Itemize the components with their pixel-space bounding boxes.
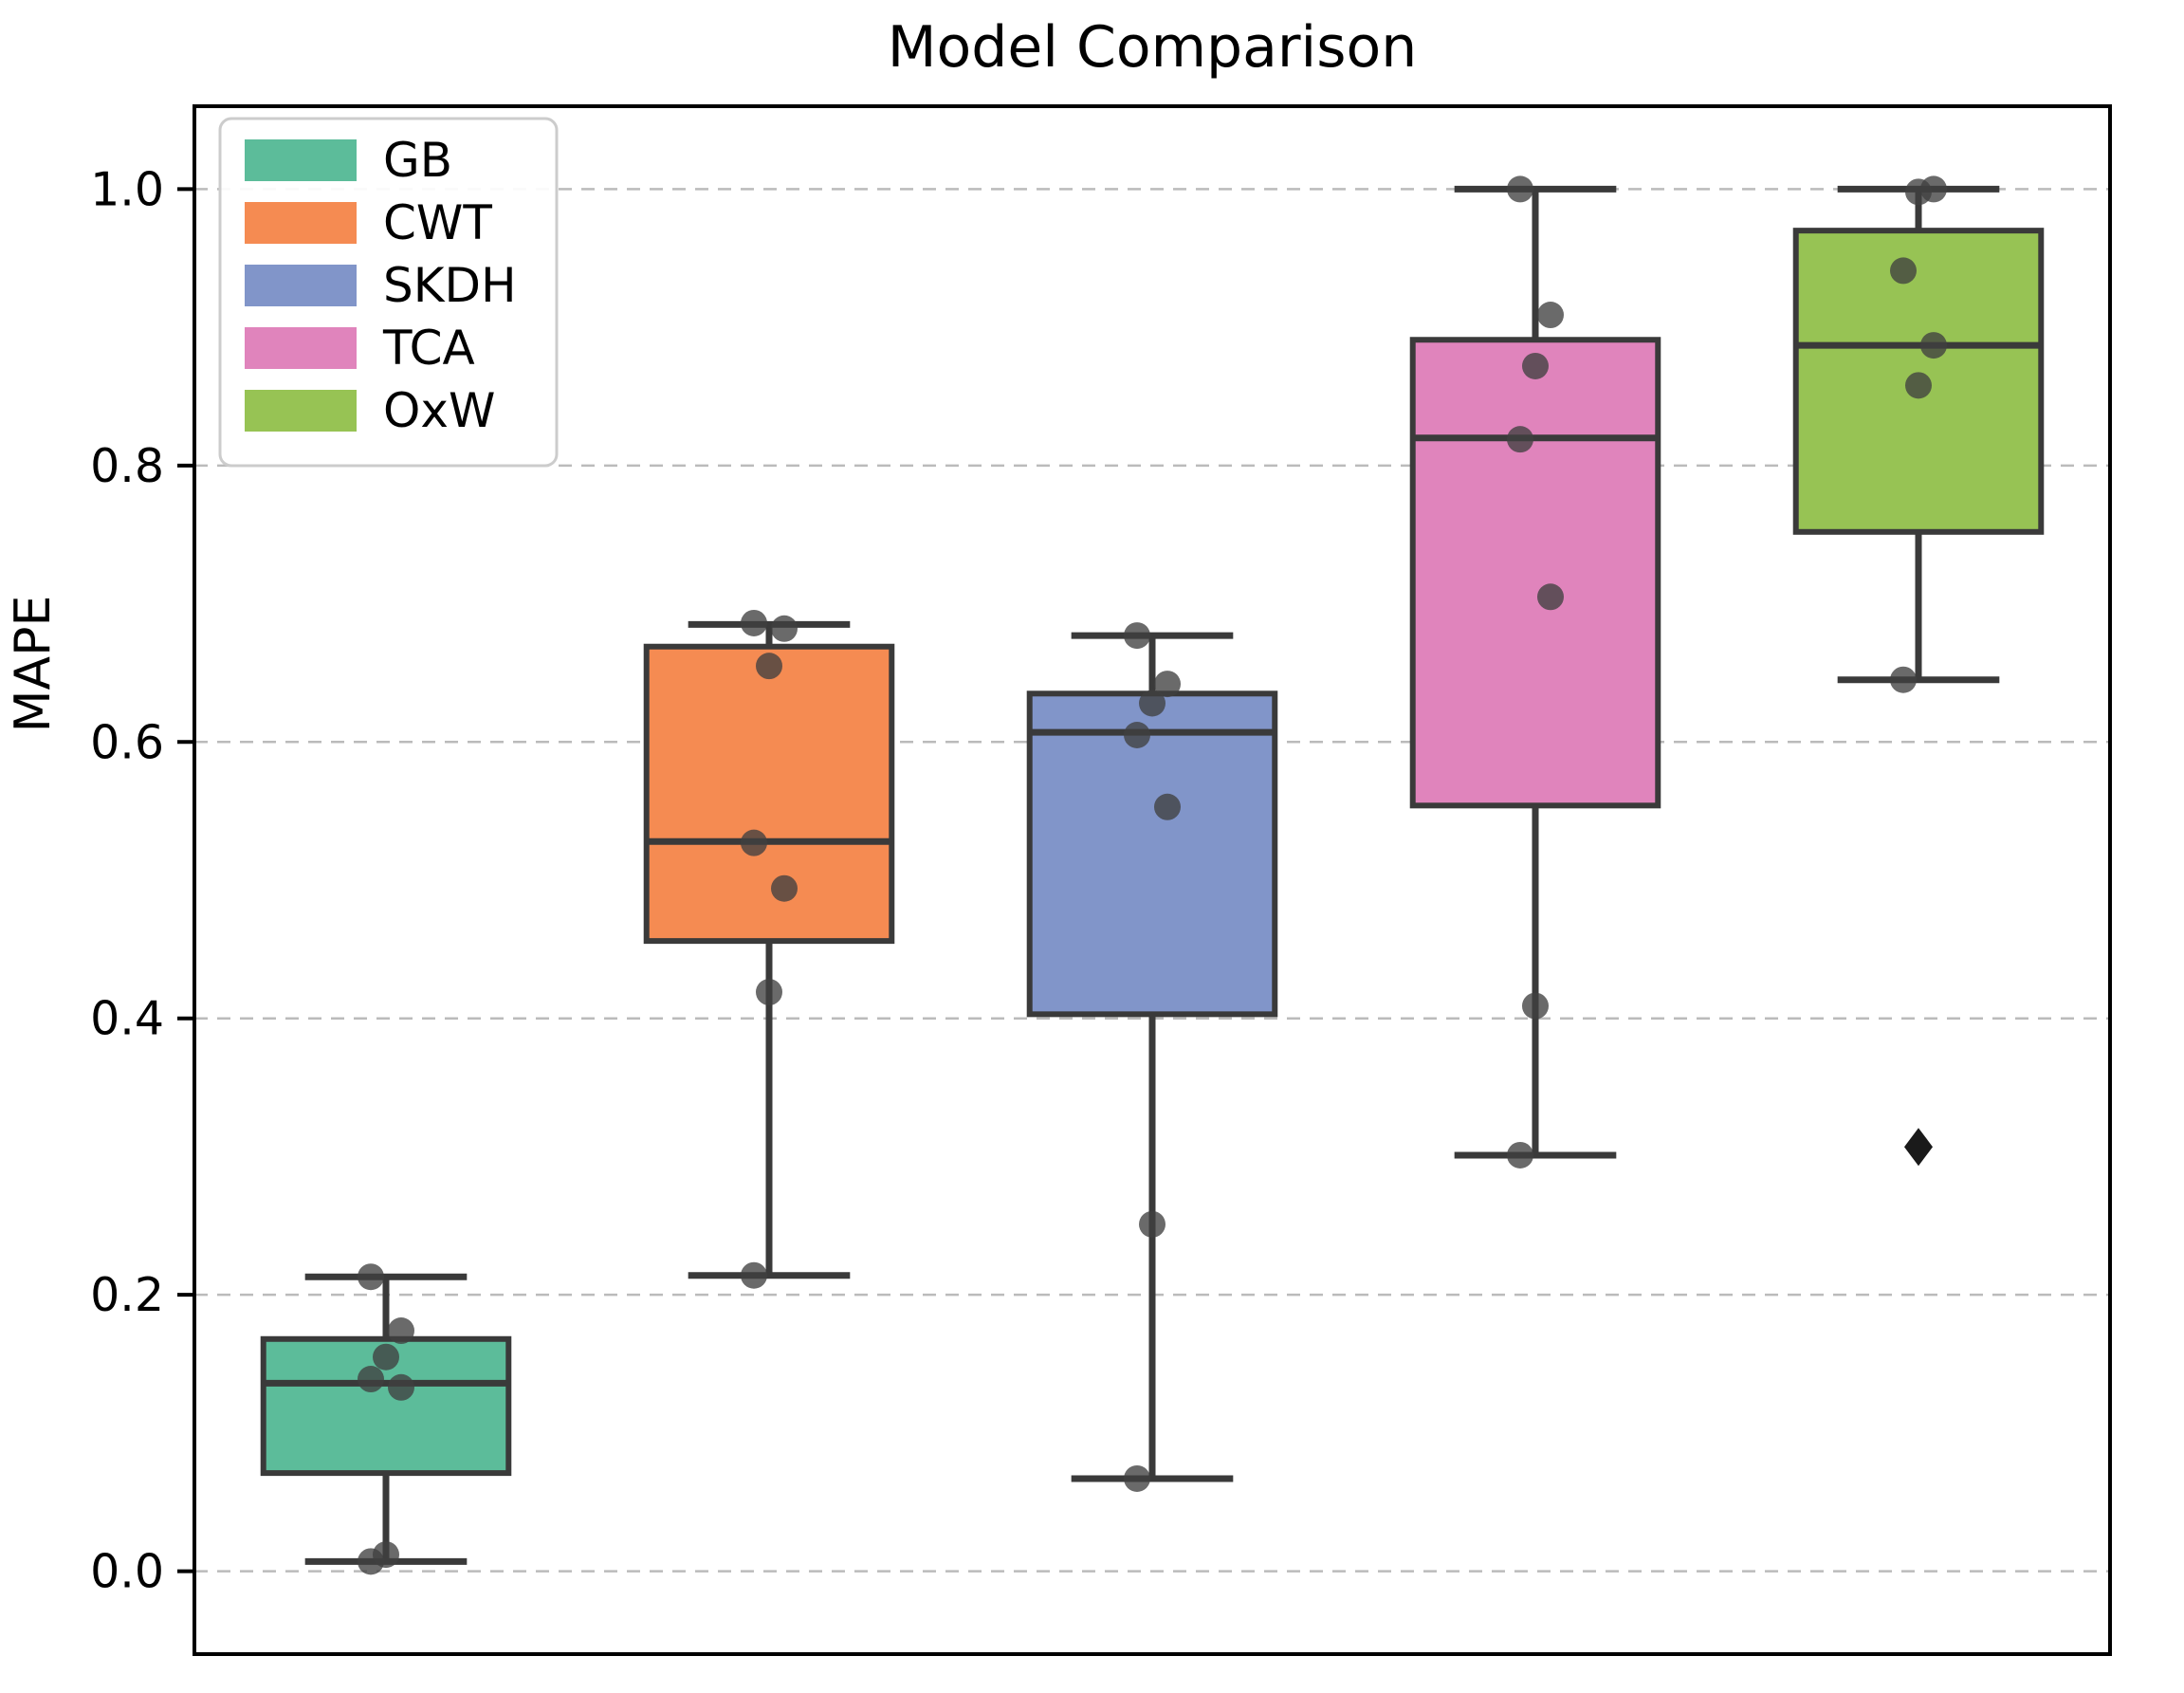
data-point (358, 1366, 384, 1393)
legend-swatch-oxw (245, 390, 357, 432)
legend-label-gb: GB (383, 133, 452, 188)
outlier-marker (1904, 1128, 1933, 1167)
legend-swatch-skdh (245, 265, 357, 306)
box-group-gb (260, 1263, 512, 1575)
box-series-group (260, 175, 2045, 1575)
data-point (1139, 1210, 1165, 1238)
y-tick-label: 0.2 (90, 1268, 164, 1322)
data-point (388, 1373, 414, 1401)
data-point (1522, 352, 1549, 379)
box-body (1409, 337, 1661, 809)
data-point (1507, 175, 1533, 203)
data-point (373, 1541, 399, 1569)
data-point (1920, 175, 1947, 203)
box-group-oxw (1792, 175, 2045, 1167)
data-point (756, 653, 782, 680)
chart-title: Model Comparison (888, 14, 1417, 81)
y-tick-label: 0.0 (90, 1545, 164, 1599)
box-body (643, 643, 895, 945)
data-point (1124, 722, 1150, 748)
legend-label-tca: TCA (382, 321, 475, 376)
data-point (1920, 332, 1947, 359)
legend-label-cwt: CWT (383, 195, 492, 250)
data-point (373, 1343, 399, 1371)
y-tick-label: 0.8 (90, 439, 164, 493)
data-point (756, 979, 782, 1006)
data-point (1537, 583, 1564, 611)
y-tick-label: 1.0 (90, 162, 164, 216)
data-point (741, 1261, 767, 1289)
data-point (1905, 372, 1932, 399)
legend-label-skdh: SKDH (383, 258, 517, 313)
y-tick-labels: 0.0 0.2 0.4 0.6 0.8 1.0 (90, 162, 164, 1598)
data-point (358, 1263, 384, 1291)
box-group-cwt (643, 609, 895, 1289)
data-point (1154, 671, 1181, 698)
legend-swatch-gb (245, 139, 357, 181)
data-point (1139, 690, 1165, 717)
data-point (771, 874, 798, 902)
data-point (1522, 992, 1549, 1020)
box-group-skdh (1026, 622, 1278, 1492)
legend-label-oxw: OxW (383, 383, 495, 438)
y-tick-label: 0.4 (90, 992, 164, 1046)
box-group-tca (1409, 175, 1661, 1169)
data-point (771, 615, 798, 642)
y-tick-label: 0.6 (90, 715, 164, 769)
data-point (1507, 426, 1533, 453)
data-point (388, 1317, 414, 1345)
data-point (741, 609, 767, 636)
data-point (1124, 1464, 1150, 1492)
legend-swatch-cwt (245, 202, 357, 244)
data-point (741, 829, 767, 856)
data-point (1124, 622, 1150, 650)
y-axis-title: MAPE (5, 596, 62, 733)
data-point (1890, 666, 1917, 693)
data-point (1537, 302, 1564, 329)
legend-swatch-tca (245, 327, 357, 369)
data-point (1507, 1141, 1533, 1169)
box-body (1026, 690, 1278, 1018)
data-point (1154, 793, 1181, 820)
y-tick-marks (177, 187, 194, 1573)
legend[interactable]: GB CWT SKDH TCA OxW (218, 117, 559, 468)
axes-frame (193, 104, 2112, 1656)
data-point (1890, 257, 1917, 285)
